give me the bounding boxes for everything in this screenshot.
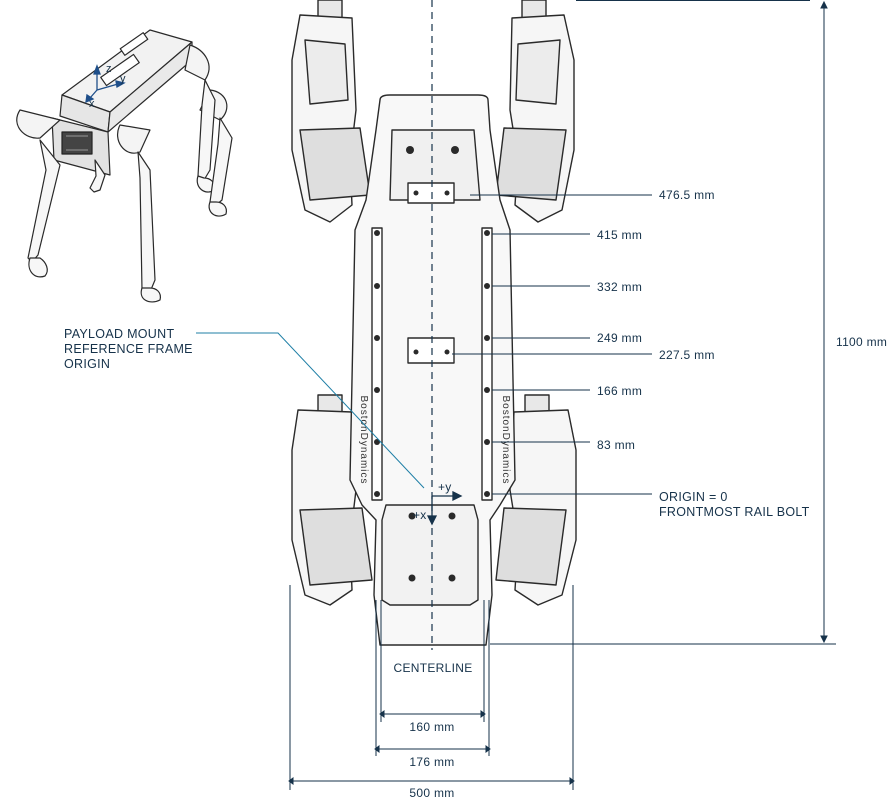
payload-frame-line2: REFERENCE FRAME [64, 342, 193, 356]
inset-axis-x-label: x [89, 98, 95, 110]
payload-frame-leader [196, 332, 425, 489]
offset-label-415: 415 mm [597, 228, 643, 242]
origin-label: ORIGIN = 0 FRONTMOST RAIL BOLT [659, 490, 810, 520]
width-dimensions [288, 585, 575, 790]
rear-left-leg [291, 394, 373, 606]
origin-line2: FRONTMOST RAIL BOLT [659, 505, 810, 519]
offset-leaders [452, 194, 652, 495]
offset-label-249: 249 mm [597, 331, 643, 345]
robot-isometric-illustration [16, 29, 233, 303]
svg-text:BostonDynamics: BostonDynamics [500, 395, 511, 484]
origin-line1: ORIGIN = 0 [659, 490, 728, 504]
width-label-176: 176 mm [409, 755, 455, 769]
inset-axis-y-label: y [120, 73, 126, 85]
left-rail [371, 227, 383, 501]
centerline-label: CENTERLINE [393, 661, 473, 675]
offset-label-476-5: 476.5 mm [659, 188, 715, 202]
front-left-leg [291, 0, 371, 223]
payload-frame-label: PAYLOAD MOUNT REFERENCE FRAME ORIGIN [64, 327, 193, 372]
inset-axis-z-label: z [106, 63, 112, 75]
payload-frame-line1: PAYLOAD MOUNT [64, 327, 175, 341]
front-right-leg [495, 0, 575, 223]
offset-label-166: 166 mm [597, 384, 643, 398]
offset-label-227-5: 227.5 mm [659, 348, 715, 362]
rear-right-leg [495, 394, 577, 606]
payload-frame-line3: ORIGIN [64, 357, 111, 371]
offset-label-332: 332 mm [597, 280, 643, 294]
width-label-160: 160 mm [409, 720, 455, 734]
svg-text:BostonDynamics: BostonDynamics [358, 395, 369, 484]
width-label-500: 500 mm [409, 786, 455, 800]
length-dimension [490, 0, 836, 645]
offset-label-83: 83 mm [597, 438, 636, 452]
robot-top-view: BostonDynamics BostonDynamics [291, 0, 577, 646]
payload-frame-axes [426, 490, 463, 526]
right-rail [481, 227, 493, 501]
overall-length-label: 1100 mm [836, 335, 888, 349]
inset-axes [85, 64, 126, 104]
plus-y-label: +y [438, 480, 452, 494]
rail-bolts [374, 146, 490, 582]
plus-x-label: +x [413, 508, 427, 522]
